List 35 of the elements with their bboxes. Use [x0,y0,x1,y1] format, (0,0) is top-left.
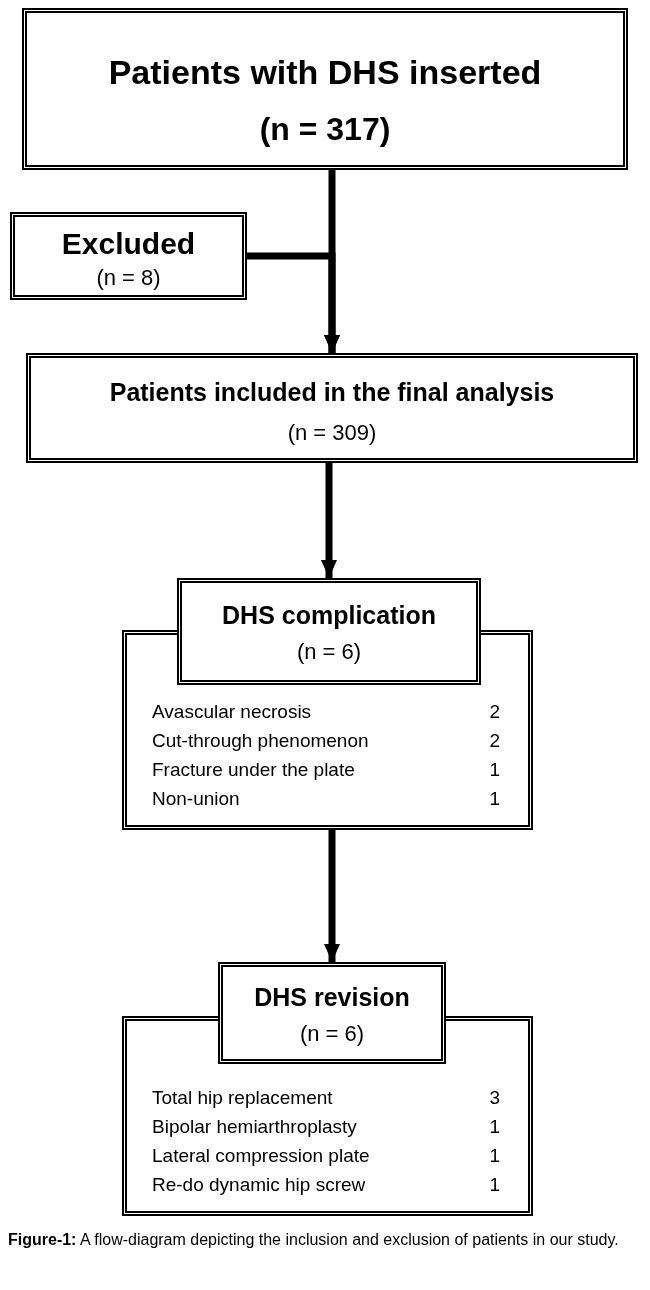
arrow [321,463,337,578]
list-item: Fracture under the plate [152,759,355,781]
count-text: (n = 6) [295,639,363,665]
list-item: Bipolar hemiarthroplasty [152,1116,357,1138]
count-text: (n = 317) [258,111,392,148]
count-value: 2 [489,701,500,723]
process-box [10,212,247,300]
list-item: Lateral compression plate [152,1145,370,1167]
list-item: Total hip replacement [152,1087,333,1109]
process-box [218,962,446,1064]
box-title: Patients with DHS inserted [107,53,543,92]
list-item: Avascular necrosis [152,701,312,723]
list-item: Re-do dynamic hip screw [152,1174,366,1196]
list-item: Cut-through phenomenon [152,730,369,752]
arrow [247,252,340,353]
count-text: (n = 8) [95,265,162,291]
box-title: Excluded [60,227,197,261]
figure-caption: Figure-1: A flow-diagram depicting the inclusion and exclusion of patients in our study. [8,1230,620,1250]
count-value: 1 [489,1116,500,1138]
count-value: 1 [489,788,500,810]
box-title: Patients included in the final analysis [108,378,556,407]
count-value: 1 [489,759,500,781]
list-item: Non-union [152,788,240,810]
count-value: 2 [489,730,500,752]
count-value: 3 [489,1087,500,1109]
count-value: 1 [489,1145,500,1167]
process-box [177,578,481,685]
process-box [22,8,628,170]
arrow [324,830,340,962]
box-title: DHS revision [253,983,411,1012]
process-box [26,353,638,463]
box-title: DHS complication [221,601,437,630]
count-value: 1 [489,1174,500,1196]
count-text: (n = 6) [298,1021,366,1047]
count-text: (n = 309) [286,420,378,446]
